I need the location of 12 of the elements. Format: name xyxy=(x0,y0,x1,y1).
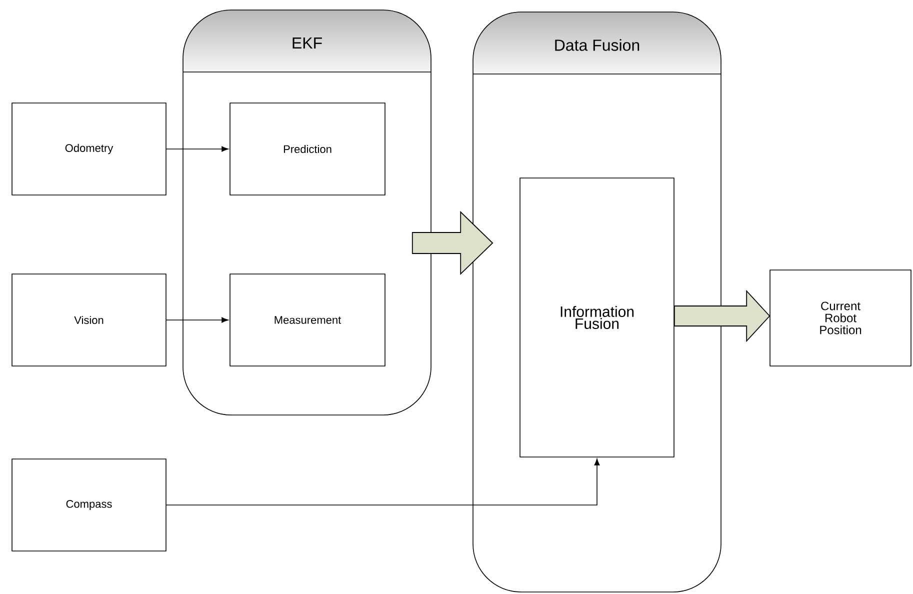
process-box: Information Fusion xyxy=(520,178,674,458)
process-box: Odometry xyxy=(12,102,166,196)
block-arrow xyxy=(412,210,494,276)
arrow xyxy=(166,317,228,323)
process-box: Prediction xyxy=(230,102,386,196)
process-box: Current Robot Position xyxy=(770,270,912,366)
process-box: Measurement xyxy=(230,274,386,366)
arrow xyxy=(166,146,228,152)
process-box: Compass xyxy=(12,458,166,552)
block-arrow xyxy=(674,290,770,342)
process-box: Vision xyxy=(12,274,166,366)
arrow xyxy=(166,458,600,506)
